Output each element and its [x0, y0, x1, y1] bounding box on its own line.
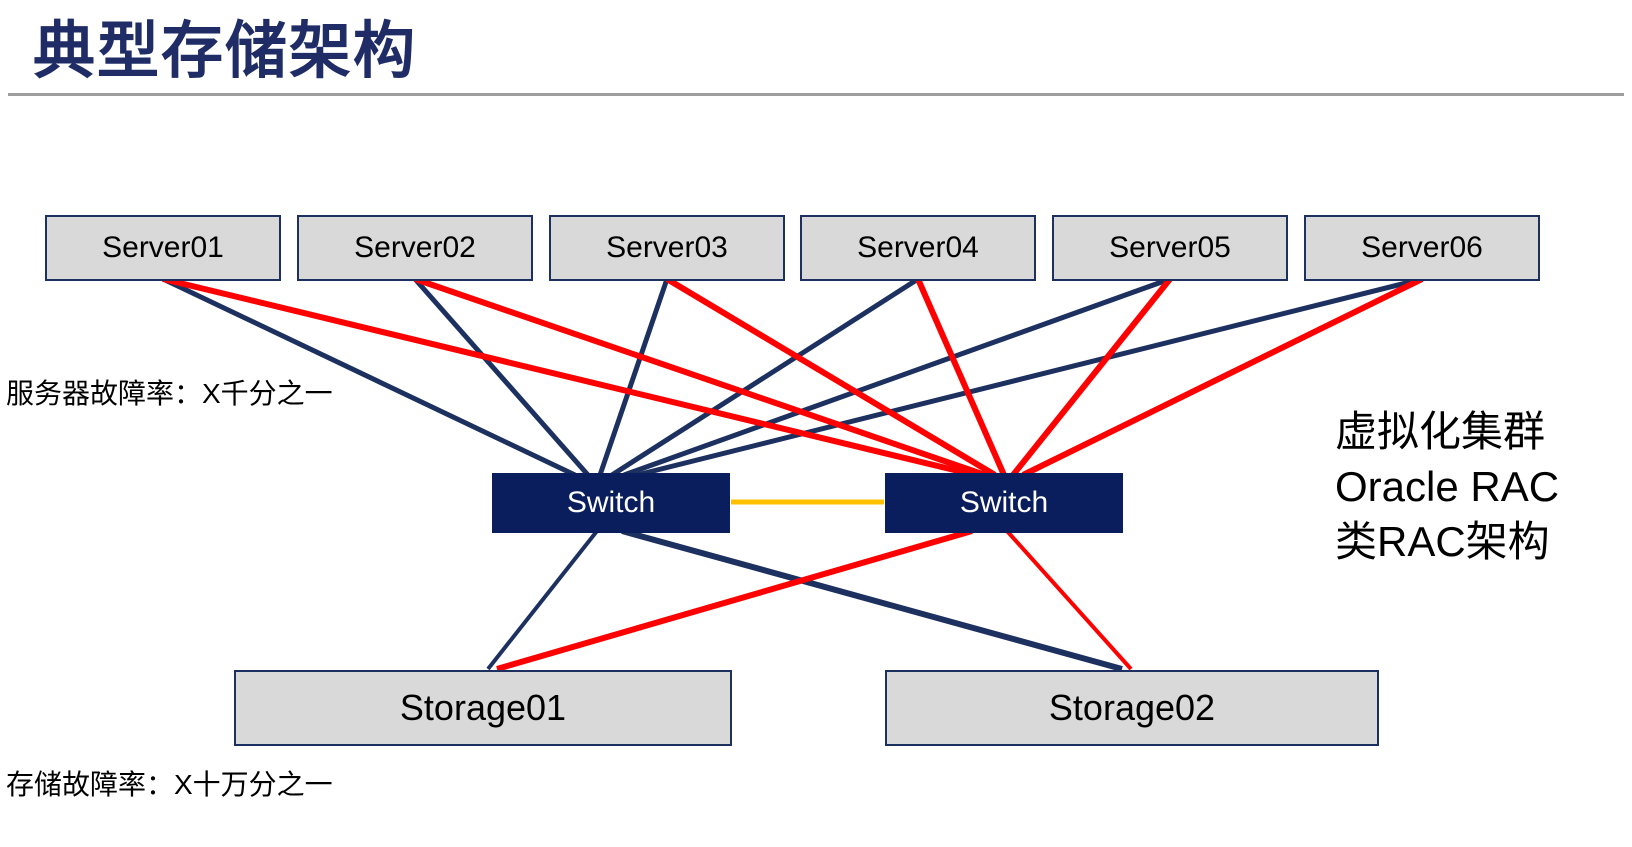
node-server04: Server04 [800, 215, 1036, 281]
server-failure-rate-note: 服务器故障率：X千分之一 [6, 378, 333, 409]
server04-label: Server04 [857, 231, 979, 264]
edge-server-4-to-switch-right [915, 277, 1007, 477]
node-server01: Server01 [45, 215, 281, 281]
server06-label: Server06 [1361, 231, 1483, 264]
node-switch-left: Switch [492, 473, 730, 533]
switch-left-label: Switch [566, 486, 656, 519]
node-storage01: Storage01 [234, 670, 732, 746]
cluster-note-line-2: Oracle RAC [1335, 463, 1560, 510]
edge-server-6-to-switch-right [1021, 276, 1424, 478]
node-server03: Server03 [549, 215, 785, 281]
cluster-note-line-1: 虚拟化集群 [1335, 408, 1546, 455]
server05-label: Server05 [1109, 231, 1231, 264]
node-server02: Server02 [297, 215, 533, 281]
node-switch-right: Switch [885, 473, 1123, 533]
storage-failure-rate-note: 存储故障率：X十万分之一 [6, 769, 333, 800]
edge-server-1-to-switch-right [162, 276, 976, 478]
switch-right-label: Switch [959, 486, 1049, 519]
node-storage02: Storage02 [885, 670, 1379, 746]
storage01-label: Storage01 [399, 687, 567, 728]
node-server06: Server06 [1304, 215, 1540, 281]
edge-switch-left-to-storage-1 [486, 529, 599, 671]
edge-server-6-to-switch-left [636, 276, 1423, 478]
edge-server-3-to-switch-right [665, 276, 997, 478]
server03-label: Server03 [606, 231, 728, 264]
server01-label: Server01 [102, 231, 224, 264]
edge-server-3-to-switch-left [597, 278, 670, 476]
edge-server-1-to-switch-left [161, 276, 577, 478]
node-server05: Server05 [1052, 215, 1288, 281]
edge-server-4-to-switch-left [610, 276, 920, 478]
edge-server-5-to-switch-right [1010, 277, 1173, 477]
storage02-label: Storage02 [1048, 687, 1216, 728]
edge-switch-left-to-storage-2 [621, 528, 1123, 672]
edge-server-2-to-switch-right [414, 276, 986, 478]
cluster-note: 虚拟化集群 Oracle RAC 类RAC架构 [1335, 404, 1559, 569]
title-divider [8, 93, 1624, 96]
edge-switch-right-to-storage-1 [496, 528, 973, 672]
server02-label: Server02 [354, 231, 476, 264]
cluster-note-line-3: 类RAC架构 [1335, 518, 1550, 565]
edge-switch-right-to-storage-2 [1005, 529, 1133, 671]
edge-server-5-to-switch-left [623, 276, 1171, 478]
slide-title: 典型存储架构 [33, 17, 418, 86]
edge-server-2-to-switch-left [413, 277, 590, 477]
